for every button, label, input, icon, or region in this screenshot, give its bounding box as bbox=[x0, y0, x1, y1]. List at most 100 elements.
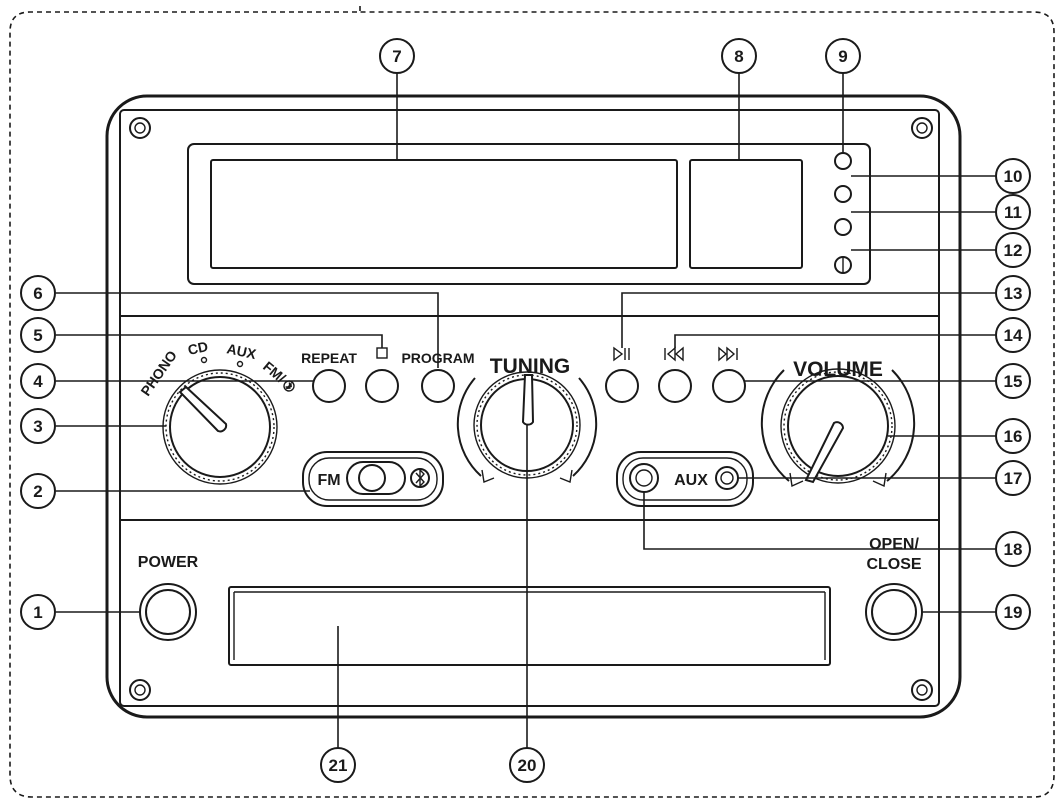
callout-3: 3 bbox=[20, 408, 56, 444]
source-label-aux: AUX bbox=[225, 340, 258, 362]
callout-20: 20 bbox=[509, 747, 545, 783]
aux-input-jack[interactable] bbox=[715, 466, 739, 490]
volume-range-arc-left bbox=[760, 369, 790, 482]
program-button[interactable] bbox=[421, 369, 455, 403]
callout-17: 17 bbox=[995, 460, 1031, 496]
volume-arrow-left bbox=[789, 472, 804, 488]
screw-bottom-right bbox=[911, 679, 933, 701]
callout-19: 19 bbox=[995, 594, 1031, 630]
source-label-cd: CD bbox=[186, 338, 209, 358]
svg-text:15: 15 bbox=[1004, 372, 1023, 391]
svg-text:14: 14 bbox=[1004, 326, 1023, 345]
indicator-9 bbox=[834, 152, 852, 170]
svg-text:12: 12 bbox=[1004, 241, 1023, 260]
svg-text:16: 16 bbox=[1004, 427, 1023, 446]
screw-top-left bbox=[129, 117, 151, 139]
svg-text:21: 21 bbox=[329, 756, 348, 775]
tuning-range-arc-right bbox=[572, 377, 598, 477]
svg-text:6: 6 bbox=[33, 284, 42, 303]
skip-forward-button[interactable] bbox=[712, 369, 746, 403]
repeat-label: REPEAT bbox=[301, 350, 357, 366]
tuning-arrow-left bbox=[481, 469, 495, 483]
callout-21: 21 bbox=[320, 747, 356, 783]
bluetooth-icon bbox=[410, 468, 430, 488]
callout-5: 5 bbox=[20, 317, 56, 353]
dashed-boundary bbox=[9, 6, 1055, 798]
source-selector-knob[interactable] bbox=[162, 369, 278, 485]
housing-inner bbox=[119, 109, 940, 707]
callout-10: 10 bbox=[995, 158, 1031, 194]
fm-bt-switch-bezel bbox=[308, 457, 438, 501]
skip-back-icon bbox=[664, 346, 684, 362]
fm-bt-switch-housing bbox=[302, 451, 444, 507]
callout-15: 15 bbox=[995, 363, 1031, 399]
svg-text:2: 2 bbox=[33, 482, 42, 501]
svg-text:3: 3 bbox=[33, 417, 42, 436]
callout-4: 4 bbox=[20, 363, 56, 399]
display-bezel bbox=[187, 143, 871, 285]
screw-bottom-left bbox=[129, 679, 151, 701]
volume-arrow-right bbox=[872, 472, 887, 488]
fm-label: FM bbox=[317, 472, 340, 489]
source-dot-cd bbox=[200, 356, 208, 364]
open-close-button-bezel bbox=[865, 583, 923, 641]
secondary-display-window bbox=[689, 159, 803, 269]
play-pause-icon bbox=[613, 346, 630, 362]
callout-14: 14 bbox=[995, 317, 1031, 353]
callout-2: 2 bbox=[20, 473, 56, 509]
aux-label: AUX bbox=[674, 472, 708, 489]
svg-text:4: 4 bbox=[33, 372, 43, 391]
svg-text:19: 19 bbox=[1004, 603, 1023, 622]
svg-text:13: 13 bbox=[1004, 284, 1023, 303]
svg-text:10: 10 bbox=[1004, 167, 1023, 186]
tuning-label: TUNING bbox=[490, 355, 571, 378]
headphone-jack[interactable] bbox=[629, 463, 659, 493]
svg-text:1: 1 bbox=[33, 603, 42, 622]
tuning-range-arc-left bbox=[456, 377, 482, 477]
callout-18: 18 bbox=[995, 531, 1031, 567]
skip-back-button[interactable] bbox=[658, 369, 692, 403]
callout-6: 6 bbox=[20, 275, 56, 311]
callout-13: 13 bbox=[995, 275, 1031, 311]
housing-outline bbox=[105, 94, 962, 719]
svg-text:17: 17 bbox=[1004, 469, 1023, 488]
fm-bt-slide-knob[interactable] bbox=[358, 464, 386, 492]
callout-16: 16 bbox=[995, 418, 1031, 454]
volume-range-arc-right bbox=[886, 369, 916, 482]
volume-knob[interactable] bbox=[780, 368, 896, 484]
power-button[interactable] bbox=[145, 589, 191, 635]
aux-panel-bezel bbox=[622, 457, 748, 501]
callout-12: 12 bbox=[995, 232, 1031, 268]
skip-forward-icon bbox=[718, 346, 738, 362]
open-close-button[interactable] bbox=[871, 589, 917, 635]
aux-input-jack-inner bbox=[720, 471, 734, 485]
headphone-jack-inner bbox=[635, 469, 653, 487]
open-close-label-line2: CLOSE bbox=[866, 556, 921, 573]
tuning-arrow-right bbox=[559, 469, 573, 483]
source-label-phono: PHONO bbox=[137, 347, 180, 398]
indicator-11 bbox=[834, 218, 852, 236]
source-bluetooth-icon bbox=[283, 380, 295, 392]
svg-text:7: 7 bbox=[392, 47, 401, 66]
repeat-button[interactable] bbox=[312, 369, 346, 403]
cd-tray[interactable] bbox=[228, 586, 831, 666]
svg-text:20: 20 bbox=[518, 756, 537, 775]
svg-text:9: 9 bbox=[838, 47, 847, 66]
power-button-bezel bbox=[139, 583, 197, 641]
svg-text:18: 18 bbox=[1004, 540, 1023, 559]
stop-button[interactable] bbox=[365, 369, 399, 403]
fm-bt-slide-switch[interactable] bbox=[346, 461, 406, 495]
callout-9: 9 bbox=[825, 38, 861, 74]
callout-8: 8 bbox=[721, 38, 757, 74]
main-display-window bbox=[210, 159, 678, 269]
play-pause-button[interactable] bbox=[605, 369, 639, 403]
indicator-10 bbox=[834, 185, 852, 203]
svg-text:5: 5 bbox=[33, 326, 42, 345]
open-close-label-line1: OPEN/ bbox=[869, 536, 919, 553]
power-label: POWER bbox=[138, 554, 199, 571]
stop-icon bbox=[376, 347, 388, 359]
callout-11: 11 bbox=[995, 194, 1031, 230]
source-dot-aux bbox=[236, 360, 244, 368]
leader-lines bbox=[56, 73, 996, 748]
